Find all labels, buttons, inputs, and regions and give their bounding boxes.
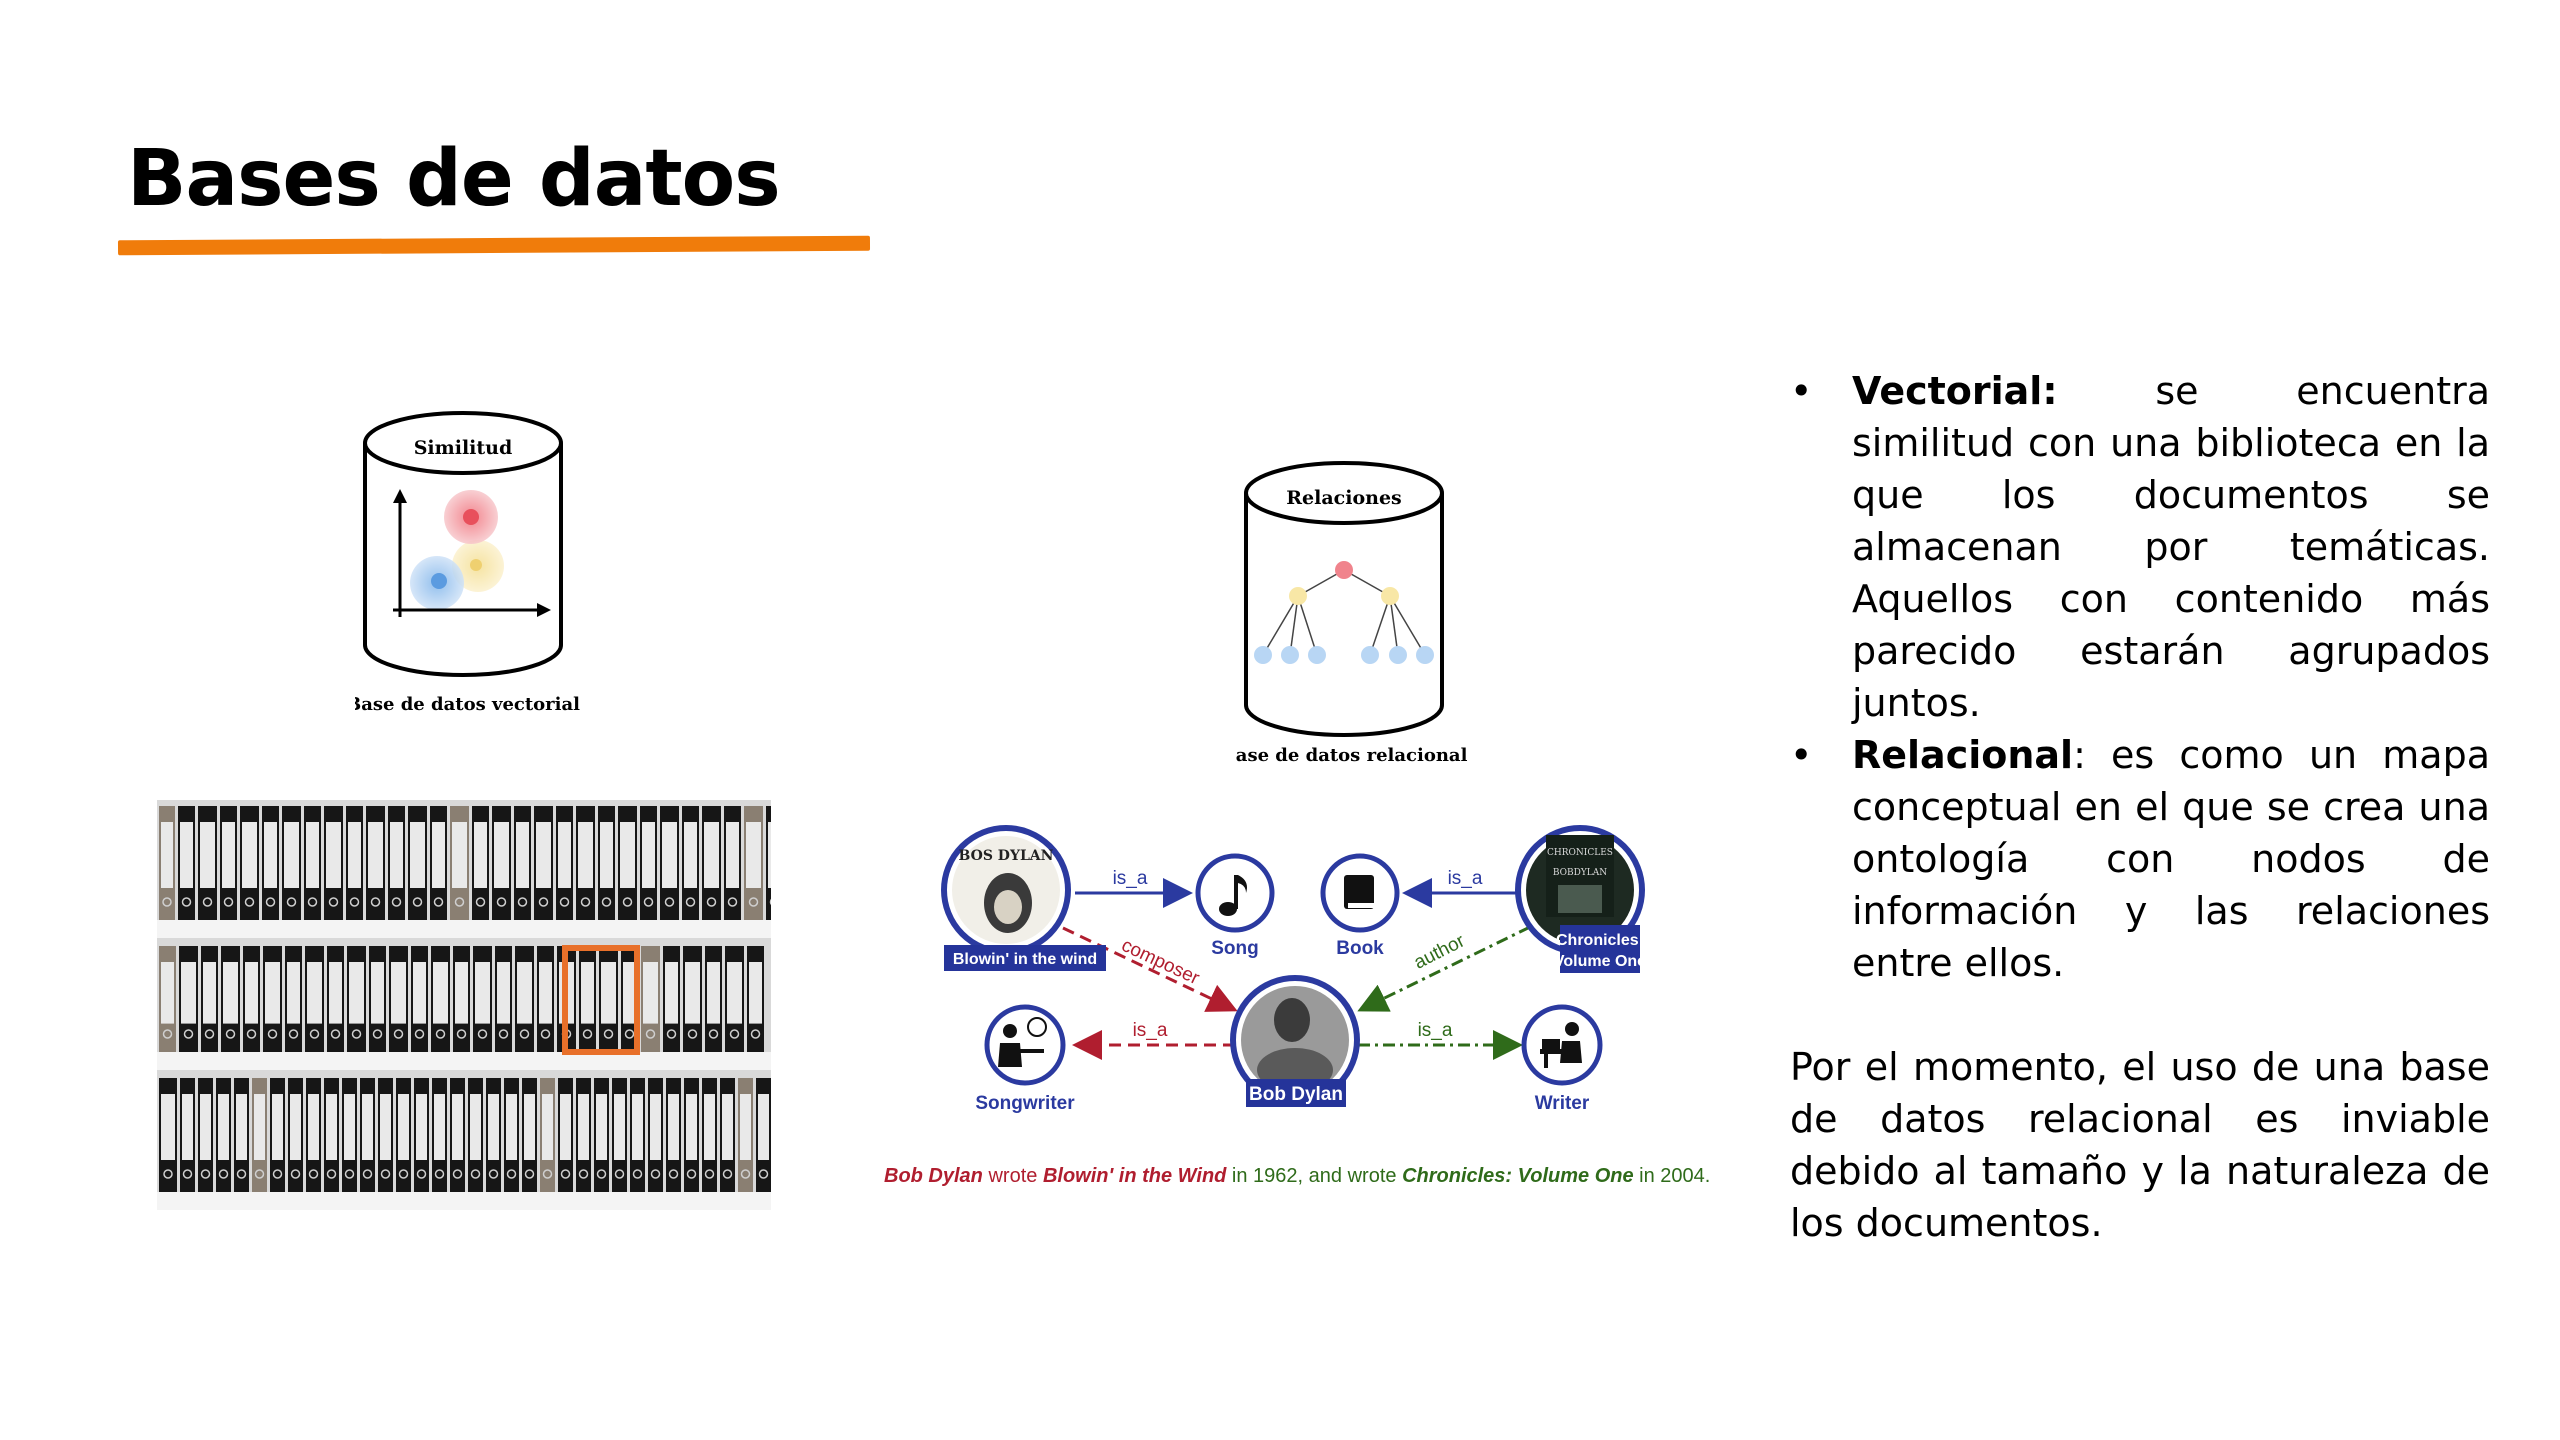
bullet-relacional: • Relacional: es como un mapa conceptual … xyxy=(1790,729,2490,989)
node-label: Chronicles: xyxy=(1556,932,1644,949)
shelf xyxy=(157,1192,771,1210)
book-cover-text: BOBDYLAN xyxy=(1553,868,1607,878)
edge-label: is_a xyxy=(1113,868,1148,889)
bullet-icon: • xyxy=(1790,369,1813,413)
shelf xyxy=(157,920,771,938)
knowledge-graph: is_a is_a composer author is_a is_a BOS … xyxy=(884,825,1710,1187)
highlight-box xyxy=(562,945,640,1055)
songwriter-icon xyxy=(998,1017,1047,1067)
bullet-text: se encuentra similitud con una bibliotec… xyxy=(1852,369,2490,725)
node-label: Volume One xyxy=(1554,953,1646,970)
node-label: Book xyxy=(1336,938,1384,959)
edge-label: is_a xyxy=(1418,1020,1453,1041)
root-node xyxy=(1335,561,1353,579)
bullet-icon: • xyxy=(1790,733,1813,777)
node-label: Bob Dylan xyxy=(1249,1084,1343,1105)
cylinder-top xyxy=(1244,461,1444,525)
node-writer: Writer xyxy=(1521,1004,1603,1114)
binders-shelf-photo xyxy=(157,800,771,1210)
edge-label: is_a xyxy=(1448,868,1483,889)
book-icon xyxy=(1344,875,1374,909)
slide-title: Bases de datos xyxy=(127,134,781,224)
cylinder-label: Relaciones xyxy=(1286,487,1401,509)
book-cover-text: CHRONICLES xyxy=(1547,848,1613,858)
mid-node xyxy=(1289,587,1307,605)
conclusion-paragraph: Por el momento, el uso de una base de da… xyxy=(1790,1045,2490,1245)
title-underline xyxy=(117,235,871,256)
description-text: • Vectorial: se encuentra similitud con u… xyxy=(1790,365,2490,1249)
cylinder-top xyxy=(363,411,563,475)
node-bob-dylan: Bob Dylan xyxy=(1230,975,1360,1107)
vector-database-diagram: Similitud Base de datos vectorial xyxy=(355,411,580,715)
vector-db-caption: Base de datos vectorial xyxy=(355,694,580,715)
bullet-list: • Vectorial: se encuentra similitud con u… xyxy=(1790,365,2490,989)
bullet-vectorial: • Vectorial: se encuentra similitud con u… xyxy=(1790,365,2490,729)
bullet-text: : es como un mapa conceptual en el que s… xyxy=(1852,733,2490,985)
node-label: Blowin' in the wind xyxy=(953,951,1097,968)
node-label: Song xyxy=(1211,938,1259,959)
node-chronicles: CHRONICLES BOBDYLAN Chronicles: Volume O… xyxy=(1515,825,1646,973)
relational-database-diagram: Relaciones Base de datos relacional xyxy=(1235,461,1468,766)
mid-node xyxy=(1381,587,1399,605)
edge-composer xyxy=(1062,926,1238,1012)
writer-icon xyxy=(1540,1022,1582,1068)
album-cover-text: BOS DYLAN xyxy=(959,848,1054,864)
node-book: Book xyxy=(1320,853,1400,959)
edge-label: author xyxy=(1411,930,1469,973)
relational-db-caption: Base de datos relacional xyxy=(1235,745,1468,766)
node-song: Song xyxy=(1195,853,1275,959)
edge-author xyxy=(1357,925,1531,1012)
music-note-icon xyxy=(1219,875,1247,916)
node-label: Songwriter xyxy=(975,1093,1075,1114)
node-label: Writer xyxy=(1535,1093,1590,1114)
cylinder-label: Similitud xyxy=(414,437,513,459)
node-songwriter: Songwriter xyxy=(975,1004,1075,1114)
shelf xyxy=(157,1052,771,1070)
graph-sentence: Bob Dylan wrote Blowin' in the Wind in 1… xyxy=(884,1165,1710,1187)
edge-label: is_a xyxy=(1133,1020,1168,1041)
bullet-term: Relacional xyxy=(1852,733,2074,777)
edge-label: composer xyxy=(1118,935,1203,990)
bullet-term: Vectorial: xyxy=(1852,369,2058,413)
node-blowin-in-the-wind: BOS DYLAN Blowin' in the wind xyxy=(941,825,1106,971)
